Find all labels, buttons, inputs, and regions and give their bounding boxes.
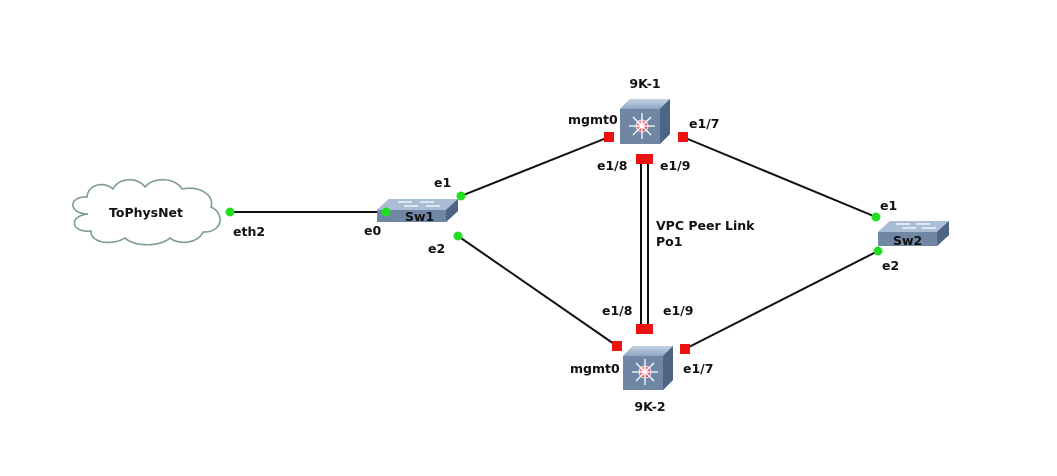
- 9k2-node[interactable]: 9K-2: [623, 346, 673, 414]
- link-sw1-9k1[interactable]: [460, 136, 610, 197]
- port-9k2-mgmt0[interactable]: [612, 341, 622, 351]
- port-9k2-e18[interactable]: [636, 324, 646, 334]
- multilayer-switch-icon: [620, 99, 670, 144]
- label-cloud-eth2: eth2: [233, 224, 265, 239]
- port-sw1-e0[interactable]: [381, 207, 391, 217]
- label-sw1-e0: e0: [364, 223, 381, 238]
- label-9k2-e18: e1/8: [602, 303, 632, 318]
- switch-icon: [377, 199, 458, 222]
- port-9k1-mgmt0[interactable]: [604, 132, 614, 142]
- sw2-label: Sw2: [893, 233, 922, 248]
- label-9k2-e19: e1/9: [663, 303, 693, 318]
- link-sw1-9k2[interactable]: [457, 235, 618, 347]
- port-sw1-e2[interactable]: [453, 231, 463, 241]
- port-labels: eth2 e0 e1 e2 mgmt0 e1/7 e1/8 e1/9 VPC P…: [233, 112, 899, 376]
- 9k1-node[interactable]: 9K-1: [620, 76, 670, 144]
- sw1-label: Sw1: [405, 209, 434, 224]
- cloud-icon: [72, 178, 221, 246]
- port-9k1-e18[interactable]: [636, 154, 646, 164]
- links: [230, 136, 879, 350]
- label-sw1-e1: e1: [434, 175, 451, 190]
- sw1-node[interactable]: Sw1: [377, 199, 458, 224]
- port-9k2-e17[interactable]: [680, 344, 690, 354]
- port-9k1-e19[interactable]: [643, 154, 653, 164]
- label-9k1-e17: e1/7: [689, 116, 719, 131]
- label-9k1-e18: e1/8: [597, 158, 627, 173]
- label-9k2-e17: e1/7: [683, 361, 713, 376]
- port-sw2-e1[interactable]: [871, 212, 881, 222]
- cloud-label: ToPhysNet: [109, 205, 183, 220]
- sw2-node[interactable]: Sw2: [878, 221, 949, 248]
- label-9k1-mgmt0: mgmt0: [568, 112, 618, 127]
- 9k2-label: 9K-2: [634, 399, 665, 414]
- 9k1-label: 9K-1: [629, 76, 660, 91]
- label-sw2-e1: e1: [880, 198, 897, 213]
- label-peer-link-line2: Po1: [656, 234, 682, 249]
- multilayer-switch-icon: [623, 346, 673, 390]
- port-sw1-e1[interactable]: [456, 191, 466, 201]
- port-sw2-e2[interactable]: [873, 246, 883, 256]
- cloud-node[interactable]: ToPhysNet: [72, 178, 221, 246]
- label-9k2-mgmt0: mgmt0: [570, 361, 620, 376]
- port-9k1-e17[interactable]: [678, 132, 688, 142]
- label-9k1-e19: e1/9: [660, 158, 690, 173]
- port-cloud-eth2[interactable]: [225, 207, 235, 217]
- link-9k1-sw2[interactable]: [682, 136, 877, 218]
- link-9k2-sw2[interactable]: [684, 250, 879, 350]
- label-sw2-e2: e2: [882, 258, 899, 273]
- port-markers: [225, 132, 883, 354]
- switch-icon: [878, 221, 949, 246]
- label-peer-link-line1: VPC Peer Link: [656, 218, 755, 233]
- port-9k2-e19[interactable]: [643, 324, 653, 334]
- label-sw1-e2: e2: [428, 241, 445, 256]
